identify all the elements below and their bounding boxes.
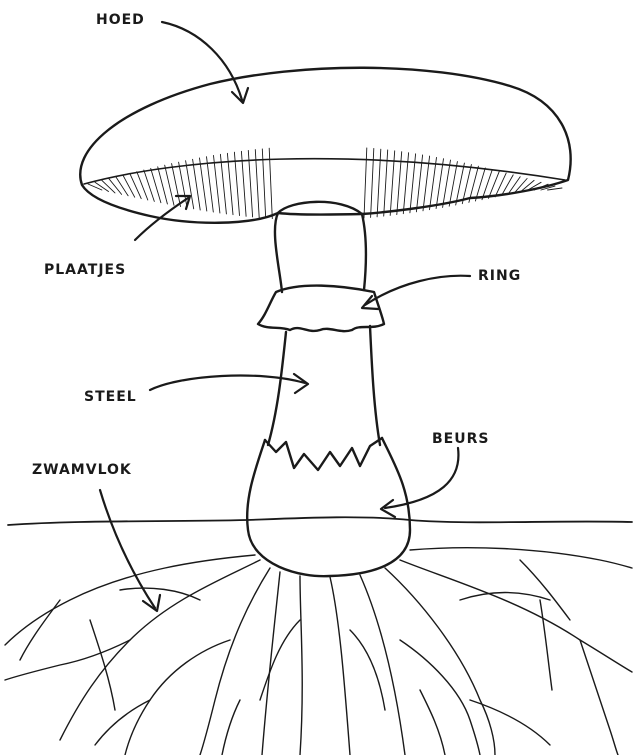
gill-stroke	[130, 173, 141, 198]
label-steel: STEEL	[84, 389, 137, 405]
gill-stroke	[430, 157, 437, 209]
gill-stroke	[371, 149, 374, 218]
ground-line	[8, 517, 632, 525]
mycelium	[5, 548, 632, 755]
stem-top	[278, 202, 362, 214]
gill-stroke	[220, 154, 226, 214]
label-beurs: BEURS	[432, 431, 489, 447]
gill-stroke	[214, 156, 220, 214]
stem-upper-right	[362, 214, 366, 290]
stem-upper	[275, 213, 282, 292]
gill-stroke	[186, 161, 194, 209]
label-zwamvlok: ZWAMVLOK	[32, 462, 132, 478]
gill-stroke	[227, 153, 233, 214]
gill-stroke	[193, 159, 201, 210]
gill-stroke	[88, 184, 102, 190]
gill-stroke	[449, 162, 457, 207]
arrows	[100, 22, 470, 611]
gill-stroke	[200, 158, 207, 211]
stem-mid-left	[268, 332, 286, 445]
stem-mid-right	[370, 326, 380, 445]
arrow-hoed	[162, 22, 242, 100]
arrow-beurs	[385, 448, 458, 508]
label-ring: RING	[478, 268, 521, 284]
gill-stroke	[364, 148, 367, 218]
arrow-zwamvlok	[100, 490, 155, 608]
gill-stroke	[116, 177, 128, 196]
label-plaatjes: PLAATJES	[44, 262, 126, 278]
gill-stroke	[423, 156, 430, 211]
arrow-steel	[150, 376, 305, 390]
gill-stroke	[436, 159, 443, 209]
gill-stroke	[109, 179, 122, 195]
gill-stroke	[207, 157, 214, 212]
volva-teeth	[265, 438, 382, 470]
arrow-ring	[365, 276, 470, 305]
gill-line	[84, 159, 565, 184]
gill-stroke	[123, 175, 135, 197]
gill-stroke	[443, 160, 451, 207]
label-hoed: HOED	[96, 12, 145, 28]
gill-stroke	[548, 188, 563, 190]
